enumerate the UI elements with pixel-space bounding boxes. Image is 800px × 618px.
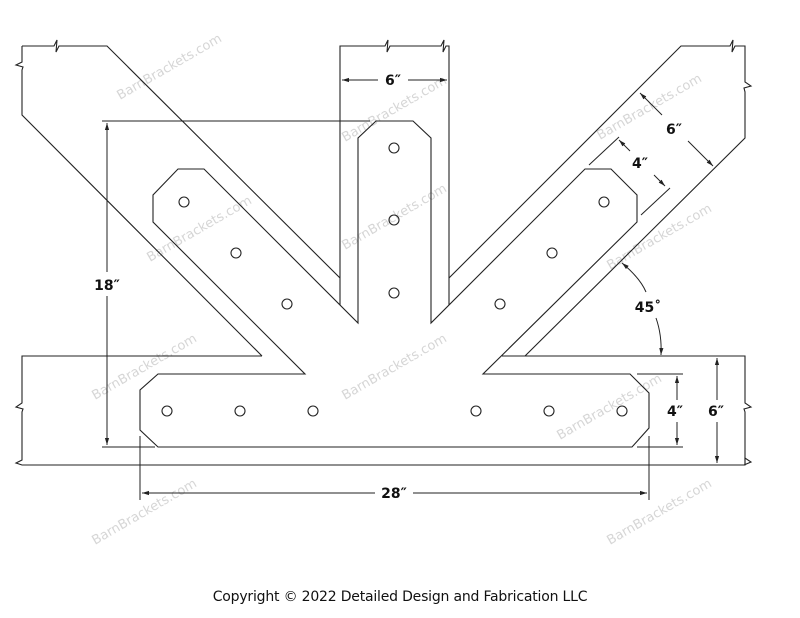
right-brace-timber <box>448 39 753 357</box>
watermark-text: BarnBrackets.com <box>90 476 200 548</box>
bolt-hole <box>307 405 319 417</box>
bolt-hole <box>494 298 506 310</box>
bolt-hole <box>470 405 482 417</box>
bolt-hole <box>388 287 400 299</box>
bolt-hole <box>388 142 400 154</box>
dim-angle: 45˚ <box>621 262 664 356</box>
copyright-text: Copyright © 2022 Detailed Design and Fab… <box>212 589 588 605</box>
watermark-layer: BarnBrackets.comBarnBrackets.comBarnBrac… <box>90 31 715 548</box>
dim-label-angle: 45˚ <box>635 299 661 316</box>
dim-label-plate-arm-width: 4″ <box>632 156 648 172</box>
dim-overall-length: 28″ <box>139 436 650 502</box>
dim-label-overall-length: 28″ <box>381 486 407 502</box>
bolt-hole <box>281 298 293 310</box>
watermark-text: BarnBrackets.com <box>340 181 450 253</box>
beam-timber <box>14 355 753 466</box>
bolt-hole <box>616 405 628 417</box>
dim-label-beam-height: 6″ <box>708 404 724 420</box>
dim-label-brace-width: 6″ <box>666 122 682 138</box>
watermark-text: BarnBrackets.com <box>555 371 665 443</box>
bolt-hole <box>598 196 610 208</box>
left-brace-timber <box>14 39 341 357</box>
watermark-text: BarnBrackets.com <box>115 31 225 103</box>
bolt-hole <box>161 405 173 417</box>
bracket-plate <box>139 120 650 448</box>
watermark-text: BarnBrackets.com <box>90 331 200 403</box>
post-timber <box>339 39 450 305</box>
watermark-text: BarnBrackets.com <box>595 71 705 143</box>
bolt-hole <box>178 196 190 208</box>
watermark-text: BarnBrackets.com <box>605 476 715 548</box>
dim-overall-height: 18″ <box>94 120 370 448</box>
dim-label-overall-height: 18″ <box>94 278 120 294</box>
dim-beam-height: 6″ <box>708 358 724 463</box>
bolt-hole <box>543 405 555 417</box>
dim-post-width: 6″ <box>342 73 447 89</box>
bolt-hole <box>230 247 242 259</box>
bolt-holes <box>161 142 628 417</box>
dim-label-plate-bottom-width: 4″ <box>667 404 683 420</box>
watermark-text: BarnBrackets.com <box>340 331 450 403</box>
dim-plate-bottom-width: 4″ <box>637 373 683 448</box>
bolt-hole <box>234 405 246 417</box>
dim-plate-arm-width: 4″ <box>588 136 671 216</box>
bolt-hole <box>546 247 558 259</box>
bolt-hole <box>388 214 400 226</box>
dim-label-post-width: 6″ <box>385 73 401 89</box>
dim-brace-width: 6″ <box>639 92 714 167</box>
